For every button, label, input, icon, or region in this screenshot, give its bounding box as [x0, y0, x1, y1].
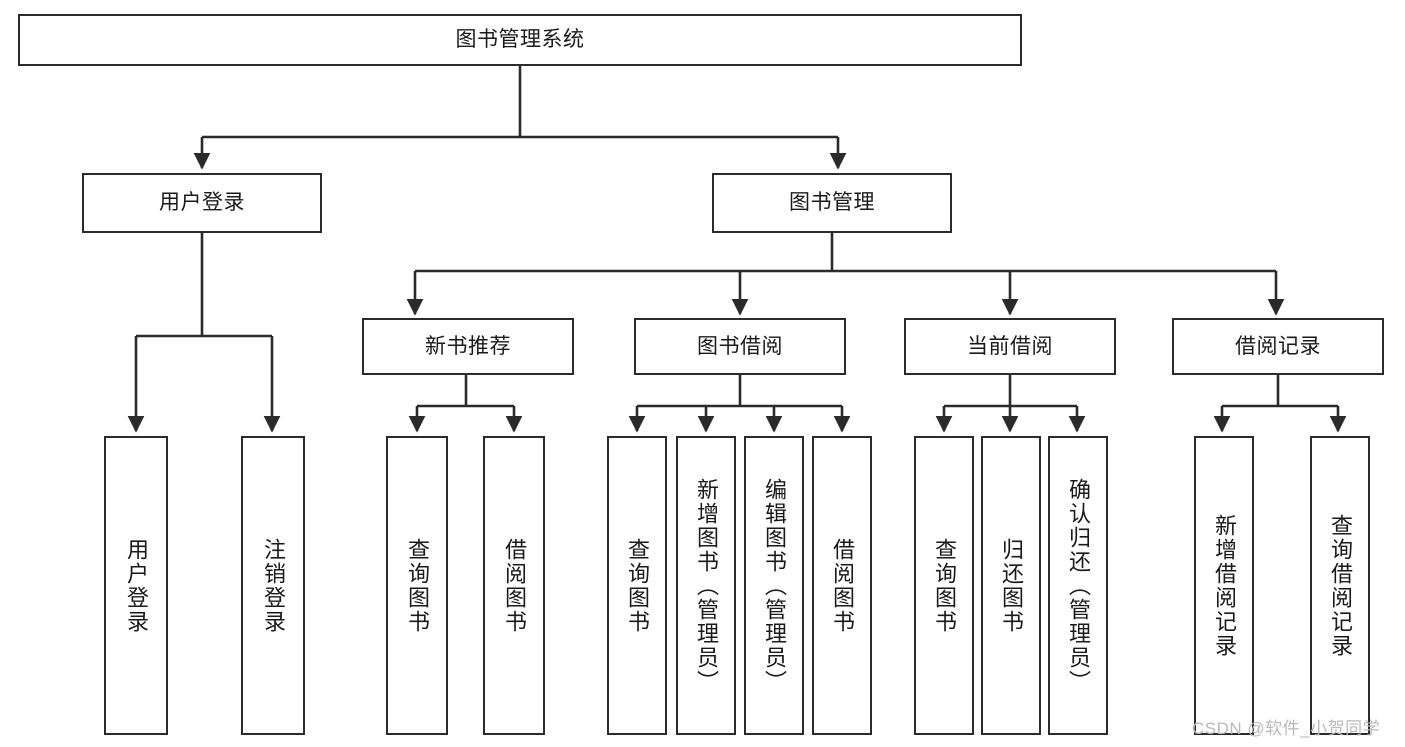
node-leaf-confirm-return-label: 确认归还（管理员） — [1065, 477, 1091, 694]
node-leaf-logout[interactable]: 注销登录 — [241, 436, 305, 735]
node-user-login-label: 用户登录 — [159, 191, 245, 215]
node-leaf-borrow-book-a[interactable]: 借阅图书 — [483, 436, 545, 735]
csdn-watermark: CSDN @软件_小贺同学 — [1192, 719, 1381, 738]
node-leaf-query-book-c-label: 查询图书 — [931, 537, 957, 634]
node-leaf-return-book[interactable]: 归还图书 — [981, 436, 1041, 735]
node-leaf-return-book-label: 归还图书 — [998, 537, 1024, 634]
node-leaf-borrow-book-a-label: 借阅图书 — [501, 537, 527, 634]
node-leaf-query-book-b[interactable]: 查询图书 — [607, 436, 667, 735]
node-book-borrow[interactable]: 图书借阅 — [634, 318, 846, 375]
node-leaf-query-record-label: 查询借阅记录 — [1327, 513, 1353, 658]
node-new-book-rec-label: 新书推荐 — [425, 334, 511, 358]
node-leaf-add-book-label: 新增图书（管理员） — [693, 477, 719, 694]
node-current-borrow[interactable]: 当前借阅 — [904, 318, 1116, 375]
node-leaf-add-record[interactable]: 新增借阅记录 — [1194, 436, 1254, 735]
node-book-borrow-label: 图书借阅 — [697, 334, 783, 358]
node-leaf-query-book-a-label: 查询图书 — [404, 537, 430, 634]
node-root-label: 图书管理系统 — [455, 28, 585, 52]
node-leaf-logout-label: 注销登录 — [260, 537, 286, 634]
node-leaf-borrow-book-b[interactable]: 借阅图书 — [812, 436, 872, 735]
node-leaf-add-record-label: 新增借阅记录 — [1211, 513, 1237, 658]
node-leaf-add-book[interactable]: 新增图书（管理员） — [676, 436, 736, 735]
node-user-login[interactable]: 用户登录 — [82, 173, 322, 233]
node-leaf-confirm-return[interactable]: 确认归还（管理员） — [1048, 436, 1108, 735]
node-borrow-record-label: 借阅记录 — [1235, 334, 1321, 358]
node-leaf-query-book-b-label: 查询图书 — [624, 537, 650, 634]
node-leaf-edit-book-label: 编辑图书（管理员） — [761, 477, 787, 694]
node-leaf-user-login-label: 用户登录 — [123, 537, 149, 634]
node-leaf-edit-book[interactable]: 编辑图书（管理员） — [744, 436, 804, 735]
node-root[interactable]: 图书管理系统 — [18, 14, 1022, 66]
node-borrow-record[interactable]: 借阅记录 — [1172, 318, 1384, 375]
node-new-book-rec[interactable]: 新书推荐 — [362, 318, 574, 375]
node-leaf-query-record[interactable]: 查询借阅记录 — [1310, 436, 1370, 735]
node-book-manage-label: 图书管理 — [789, 191, 875, 215]
node-current-borrow-label: 当前借阅 — [967, 334, 1053, 358]
node-leaf-user-login[interactable]: 用户登录 — [104, 436, 168, 735]
node-leaf-query-book-a[interactable]: 查询图书 — [386, 436, 448, 735]
node-leaf-borrow-book-b-label: 借阅图书 — [829, 537, 855, 634]
node-leaf-query-book-c[interactable]: 查询图书 — [914, 436, 974, 735]
node-book-manage[interactable]: 图书管理 — [712, 173, 952, 233]
